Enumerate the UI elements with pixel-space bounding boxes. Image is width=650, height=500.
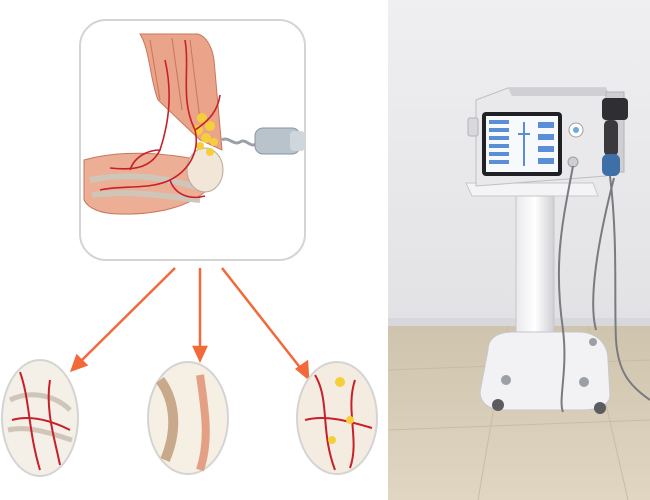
- arrow-down-icon: [294, 359, 310, 381]
- cables: [557, 165, 650, 413]
- stand-base: [479, 331, 611, 414]
- arrow-right: [221, 267, 303, 371]
- blood-vessels: [99, 39, 221, 199]
- arrows: [69, 267, 310, 381]
- arrow-left: [79, 267, 176, 363]
- arrow-down-icon: [192, 345, 208, 363]
- device-port: [567, 156, 579, 168]
- calcification-deposits: [193, 113, 218, 156]
- screen-ui: [489, 120, 554, 166]
- elbow-arm-figure: [83, 33, 224, 215]
- device-unit: [467, 87, 625, 187]
- device-photo-svg: [388, 0, 650, 500]
- device-tray: [465, 182, 599, 197]
- shockwave-handpiece-icon: [221, 127, 305, 155]
- inset-right: [296, 361, 378, 475]
- illustration-svg: [1, 19, 378, 477]
- device-photo-panel: [388, 0, 650, 500]
- arrow-down-icon: [69, 353, 89, 373]
- inset-left: [1, 359, 79, 477]
- illustration-panel: [1, 19, 378, 477]
- handpiece: [602, 98, 628, 176]
- inset-middle: [147, 361, 229, 475]
